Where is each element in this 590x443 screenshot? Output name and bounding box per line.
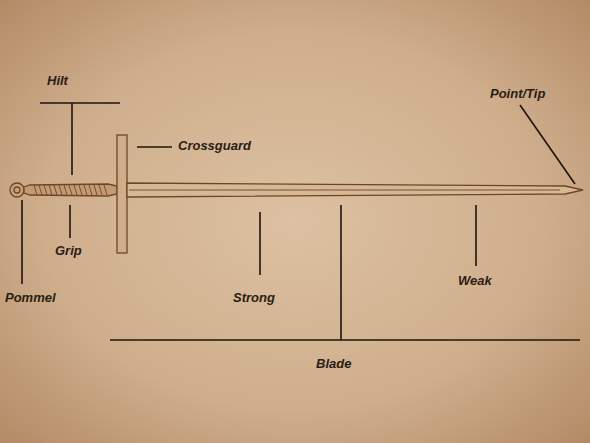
part-label: Blade — [316, 356, 351, 372]
part-label: Grip — [55, 243, 82, 259]
pommel-ring — [10, 183, 24, 197]
leader-line — [340, 205, 342, 340]
crossguard-bar — [117, 135, 127, 253]
grip-wrap — [84, 185, 87, 195]
leader-line — [259, 212, 261, 275]
leader-line — [475, 205, 477, 266]
grip-wrap — [49, 185, 52, 195]
pommel-inner — [14, 187, 20, 193]
grip-wrap — [39, 185, 42, 195]
sword — [10, 135, 583, 253]
grip-wrap — [44, 185, 47, 195]
grip-wrap — [69, 185, 72, 195]
part-label: Strong — [233, 290, 275, 306]
leader-line — [137, 146, 172, 148]
grip-wrap — [59, 185, 62, 195]
grip-wrap — [54, 185, 57, 195]
leader-line — [69, 205, 71, 238]
grip-wrap — [104, 185, 107, 195]
part-label: Weak — [458, 273, 492, 289]
grip-wrap — [79, 185, 82, 195]
grip-wrap — [99, 185, 102, 195]
leader-line — [71, 103, 73, 175]
part-label: Point/Tip — [490, 86, 545, 102]
grip-wrap — [34, 185, 37, 195]
leader-line — [21, 200, 23, 284]
blade-bracket — [110, 339, 580, 341]
blade-outline — [127, 183, 583, 197]
grip-wrap — [64, 185, 67, 195]
part-label: Hilt — [47, 73, 68, 89]
hilt-bracket — [40, 102, 120, 104]
grip-wrap — [94, 185, 97, 195]
part-label: Crossguard — [178, 138, 251, 154]
grip-wrap — [74, 185, 77, 195]
grip-wrapping — [34, 185, 107, 195]
leader-line — [520, 105, 575, 184]
part-label: Pommel — [5, 290, 56, 306]
blade-fuller — [129, 190, 560, 191]
grip-wrap — [89, 185, 92, 195]
leader-lines — [22, 103, 580, 340]
grip-outline — [24, 184, 117, 196]
